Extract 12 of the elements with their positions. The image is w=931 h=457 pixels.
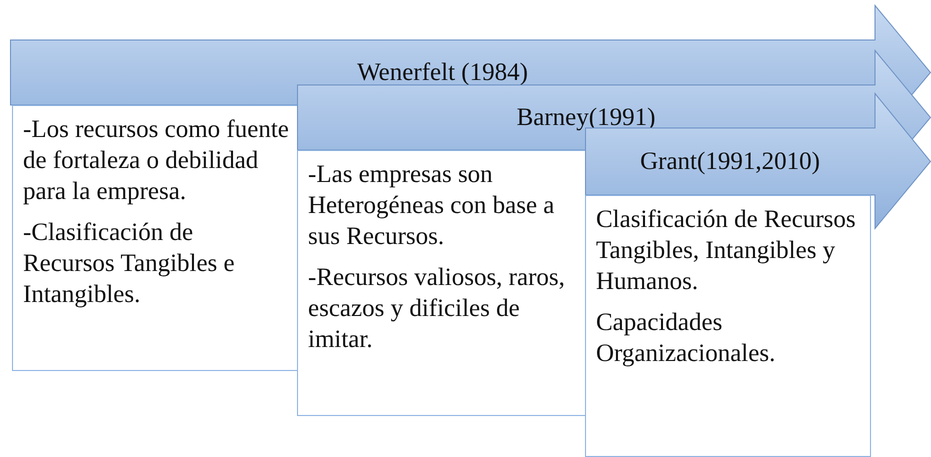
box-text: -Las empresas son Heterogéneas con base a sus Recursos.	[308, 160, 556, 252]
box-text: -Los recursos como fuente de fortaleza o debilidad para la empresa.	[23, 115, 289, 207]
banner-title: Wenerfelt (1984)	[357, 58, 528, 86]
text-box	[585, 195, 871, 457]
box-text: Clasificación de Recursos Tangibles, Intangibles y Humanos.	[596, 205, 857, 297]
box-text: Capacidades Organizacionales.	[596, 308, 776, 369]
text-box	[297, 150, 586, 416]
banner-title: Barney(1991)	[516, 104, 656, 132]
box-text: -Recursos valiosos, raros, escazos y dificiles de imitar.	[308, 263, 566, 355]
text-box	[12, 105, 298, 371]
box-text: -Clasificación de Recursos Tangibles e Intangibles.	[23, 218, 236, 310]
banner-title: Grant(1991,2010)	[640, 148, 820, 176]
